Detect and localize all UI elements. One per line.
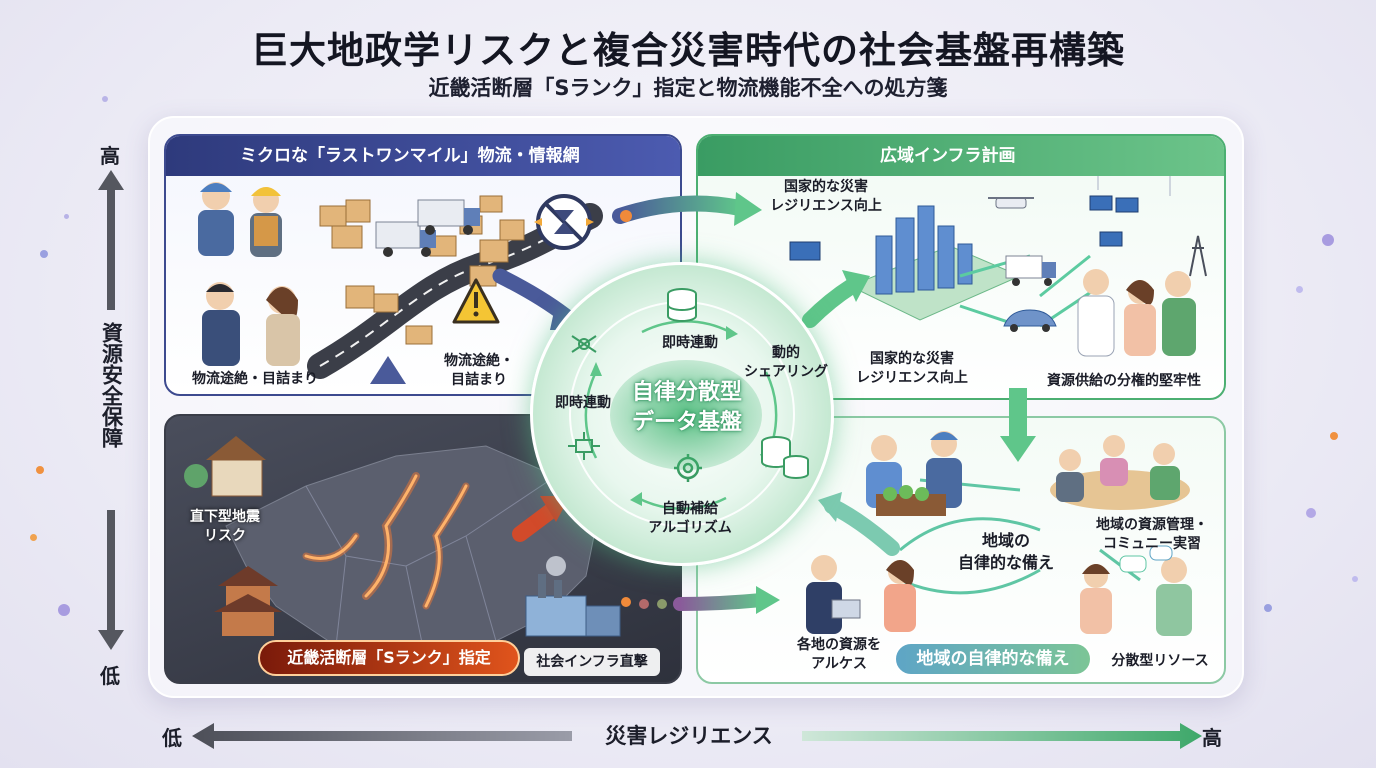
community-table-icon [1050,435,1190,510]
label-logistics-blockage: 物流途絶・目詰まり [192,371,318,387]
hub-center-label: 自律分散型 データ基盤 [631,380,742,435]
hub-label-left: 即時連動 [555,395,611,411]
blocked-icon [534,194,594,250]
label-distributed-resources: 分散型リソース [1111,653,1209,669]
hub-cycle-diagram [568,288,809,527]
hub-label-right: 動的 シェアリング [744,345,828,380]
page-subtitle: 近畿活断層「Sランク」指定と物流機能不全への処方箋 [428,76,948,100]
x-axis-high: 高 [1202,726,1222,750]
panel-wide-area-header: 広域インフラ計画 [698,136,1224,176]
label-decentralized-supply: 資源供給の分権的堅牢性 [1047,373,1201,389]
y-axis-high: 高 [100,144,120,168]
panel-last-mile-header: ミクロな「ラストワンマイル」物流・情報網 [166,136,680,176]
label-national-resilience-bottom: 国家的な災害 レジリエンス向上 [856,351,968,386]
hub-label-top: 即時連動 [662,335,718,351]
fault-line-icon [302,472,470,610]
badge-local-autonomy: 地域の自律的な備え [894,642,1092,676]
infrastructure-illustration [789,176,1207,357]
label-infrastructure-hit: 社会インフラ直撃 [524,648,660,676]
delivery-truck-icon [1005,255,1056,286]
x-axis-low: 低 [162,726,182,750]
y-axis-low: 低 [100,664,120,688]
local-community-illustration [806,431,1192,636]
wind-turbine-icon [1097,176,1171,196]
hub-center-glow [610,360,762,470]
drone-icon [988,197,1034,209]
y-axis-arrow [98,170,124,650]
label-alkes-resources: 各地の資源を アルケス [797,637,881,672]
market-workers-icon [866,431,962,516]
y-axis-label-text: 資源安全保障 [99,322,124,448]
factory-icon [525,556,621,637]
label-direct-quake-risk: 直下型地震 リスク [190,509,260,544]
network-node-icon [568,432,600,460]
panel-last-mile-logistics: ミクロな「ラストワンマイル」物流・情報網 [164,134,682,396]
house-icon [184,436,266,497]
label-local-autonomy-center: 地域の 自律的な備え [957,531,1054,572]
label-community-resource-management: 地域の資源管理・ コミュニー実習 [1096,517,1208,552]
page-title: 巨大地政学リスクと複合災害時代の社会基盤再構築 [251,29,1125,72]
label-national-resilience-top: 国家的な災害 レジリエンス向上 [770,179,882,214]
x-axis-label: 災害レジリエンス [605,724,773,748]
network-node-icon [571,335,597,353]
kinki-map-illustration [184,436,621,663]
database-icon [667,288,697,322]
y-axis-label: 資源安全保障 [96,322,126,454]
warning-icon [452,278,500,324]
power-pylon-icon [1189,235,1207,277]
badge-kinki-fault-s-rank: 近畿活断層「Sランク」指定 [258,640,520,676]
label-logistics-blockage-warning: 物流途絶・ 目詰まり [444,353,514,388]
logistics-illustration [198,182,603,379]
database-stack-icon [761,436,809,479]
temple-icon [214,566,282,636]
discussion-people-icon [1080,545,1192,636]
workers-group-icon [198,182,300,366]
tablet-people-icon [806,555,916,634]
car-icon [1003,309,1057,332]
handshake-people-icon [1077,269,1196,357]
x-axis-arrow [192,723,1202,749]
hub-label-bottom: 自動補給 アルゴリズム [648,501,732,536]
